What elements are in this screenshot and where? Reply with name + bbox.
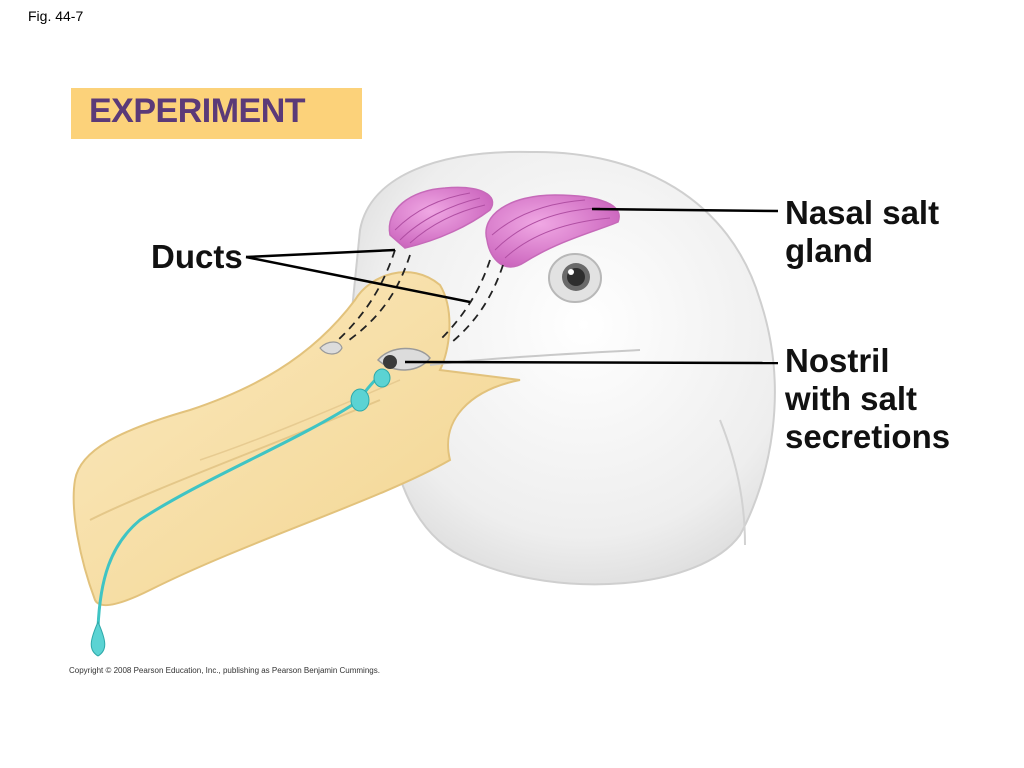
copyright-notice: Copyright © 2008 Pearson Education, Inc.… <box>69 666 380 675</box>
figure-number: Fig. 44-7 <box>28 8 84 24</box>
salt-secretion <box>90 368 391 657</box>
nostril-label-line1: Nostril <box>785 342 890 379</box>
experiment-heading: EXPERIMENT <box>89 92 306 130</box>
ducts-label: Ducts <box>151 238 243 275</box>
experiment-heading-box: EXPERIMENT <box>71 88 362 139</box>
nasal-salt-gland-label-line1: Nasal salt <box>785 194 940 231</box>
ducts <box>337 249 504 344</box>
nasal-salt-gland-right <box>485 194 620 268</box>
nasal-salt-gland-label: Nasal salt gland <box>785 194 1005 270</box>
nasal-salt-gland-left <box>388 186 494 249</box>
nostril-label-line3: secretions <box>785 418 951 455</box>
secretion-droplet <box>90 620 106 657</box>
leader-lines <box>245 207 779 365</box>
nostril-label: Nostril with salt secretions <box>785 342 1015 456</box>
eye <box>548 253 602 303</box>
nasal-salt-gland-label-line2: gland <box>785 232 873 269</box>
bird-head <box>348 150 776 586</box>
nostril-label-line2: with salt <box>785 380 918 417</box>
